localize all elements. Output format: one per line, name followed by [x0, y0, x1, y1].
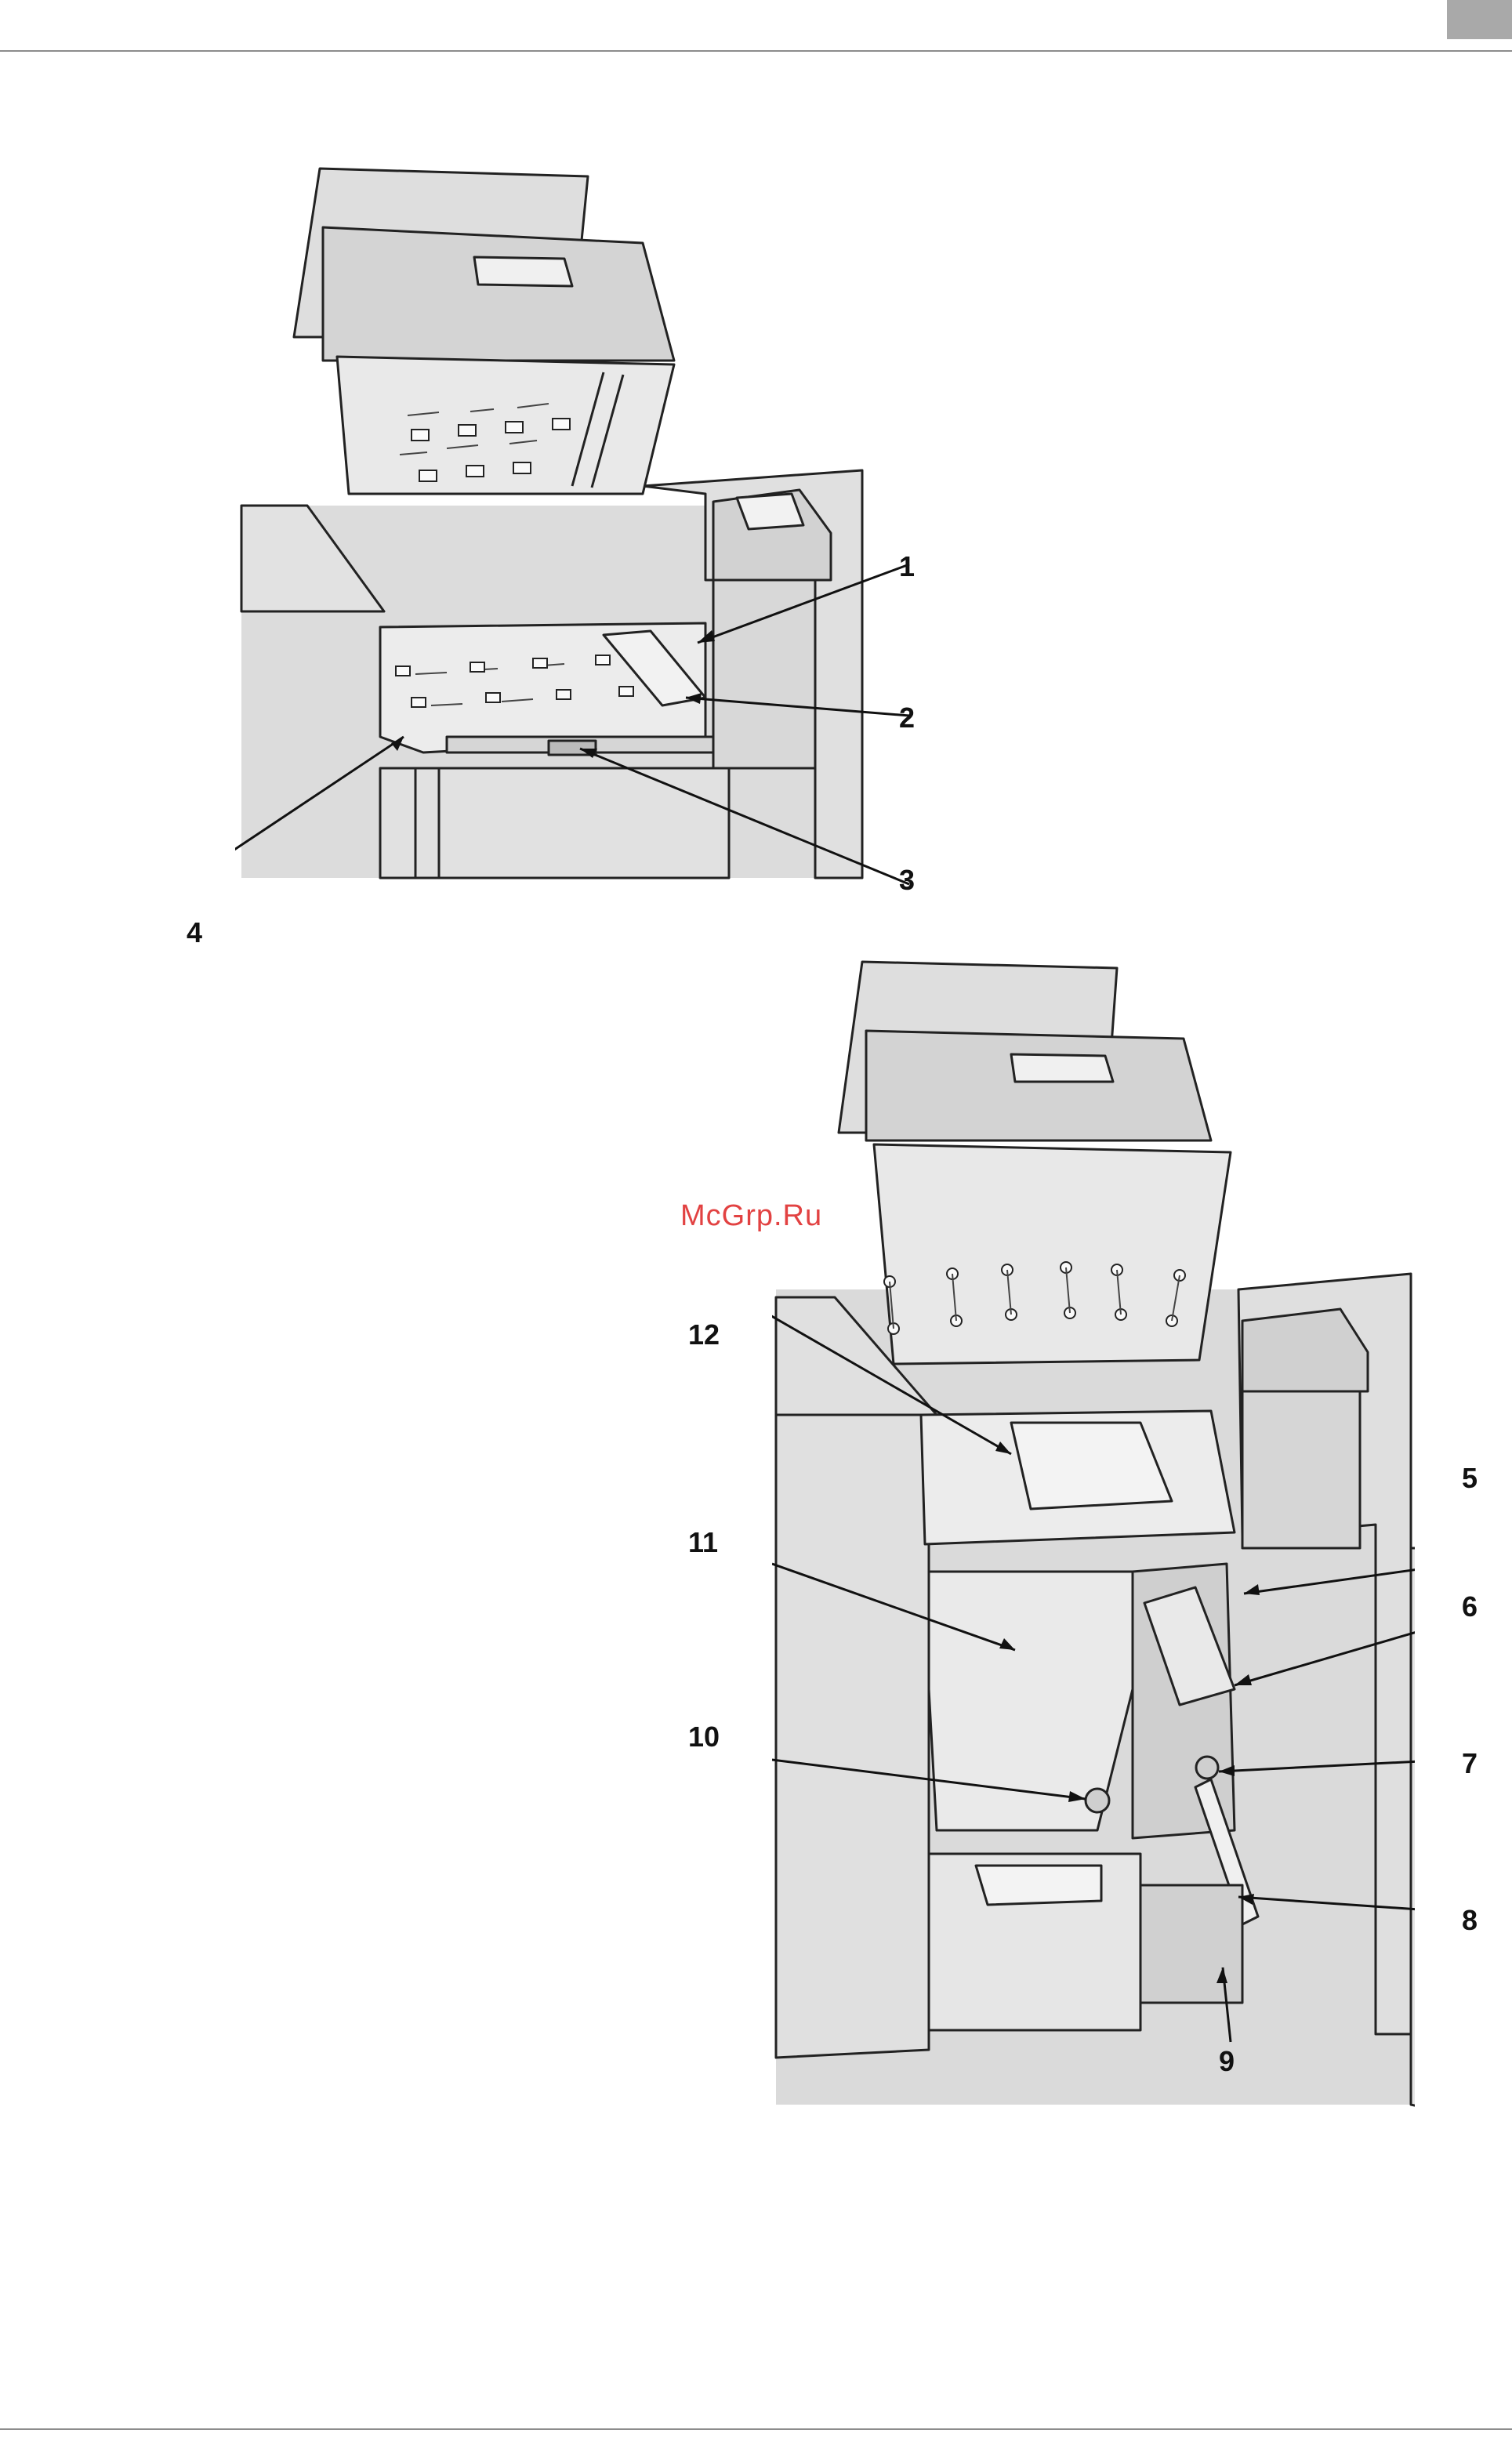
callout-label-6: 6 [1462, 1593, 1478, 1621]
watermark-text: McGrp.Ru [680, 1199, 822, 1233]
callout-label-3: 3 [899, 866, 915, 894]
callout-label-2: 2 [899, 704, 915, 732]
callout-label-7: 7 [1462, 1750, 1478, 1778]
callout-label-11: 11 [688, 1529, 718, 1557]
callout-label-8: 8 [1462, 1906, 1478, 1935]
callout-label-4: 4 [187, 919, 202, 947]
callout-label-12: 12 [688, 1321, 720, 1349]
footer-rule [0, 2428, 1512, 2430]
header-rule [0, 50, 1512, 52]
callout-label-5: 5 [1462, 1464, 1478, 1492]
callout-label-1: 1 [899, 553, 915, 581]
callout-label-10: 10 [688, 1723, 720, 1751]
finisher-top-drawing [235, 157, 925, 894]
finisher-illustration-bottom [772, 952, 1415, 2109]
finisher-illustration-top [235, 157, 925, 894]
finisher-bottom-drawing [772, 952, 1415, 2109]
callout-label-9: 9 [1219, 2047, 1235, 2076]
page-corner-tab [1447, 0, 1512, 39]
